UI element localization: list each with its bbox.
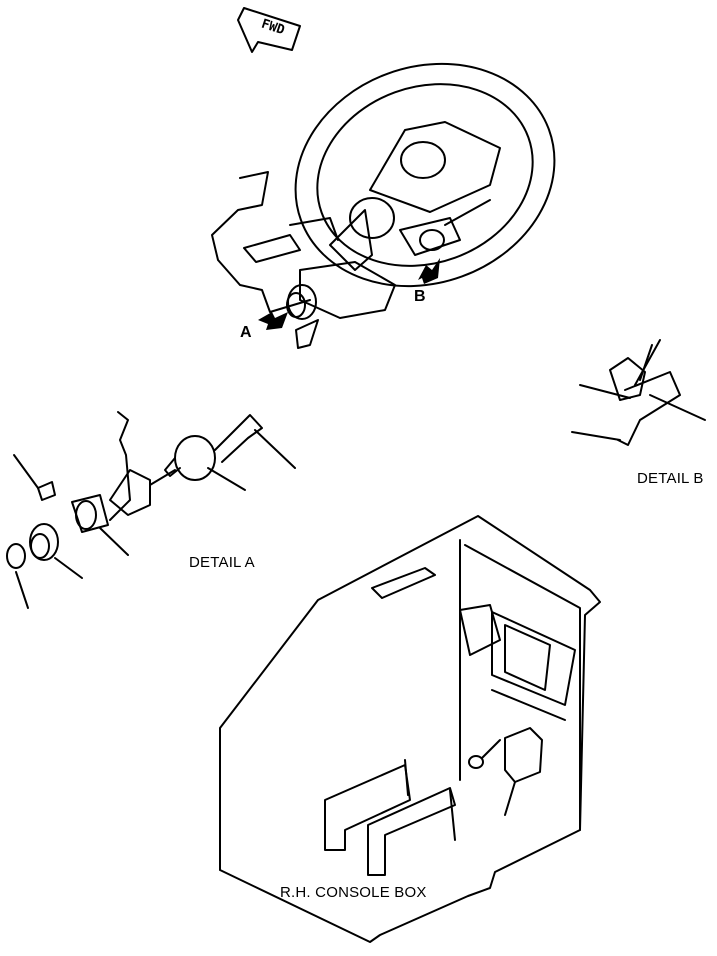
callout-a-arrow-icon bbox=[258, 312, 288, 330]
callout-a: A bbox=[240, 324, 252, 341]
caption-console-box: R.H. CONSOLE BOX bbox=[280, 884, 427, 901]
steering-wheel bbox=[294, 62, 556, 288]
detail-a-parts bbox=[6, 411, 296, 609]
fwd-arrow-icon bbox=[237, 7, 301, 53]
light-switch-knob bbox=[286, 284, 319, 349]
caption-detail-a: DETAIL A bbox=[189, 554, 255, 571]
steering-column bbox=[211, 171, 396, 319]
horn-button bbox=[399, 199, 491, 256]
detail-b-switch bbox=[571, 339, 706, 446]
console-box bbox=[219, 515, 601, 943]
callout-b-arrow-icon bbox=[418, 258, 440, 284]
callout-b: B bbox=[414, 288, 426, 305]
caption-detail-b: DETAIL B bbox=[637, 470, 704, 487]
